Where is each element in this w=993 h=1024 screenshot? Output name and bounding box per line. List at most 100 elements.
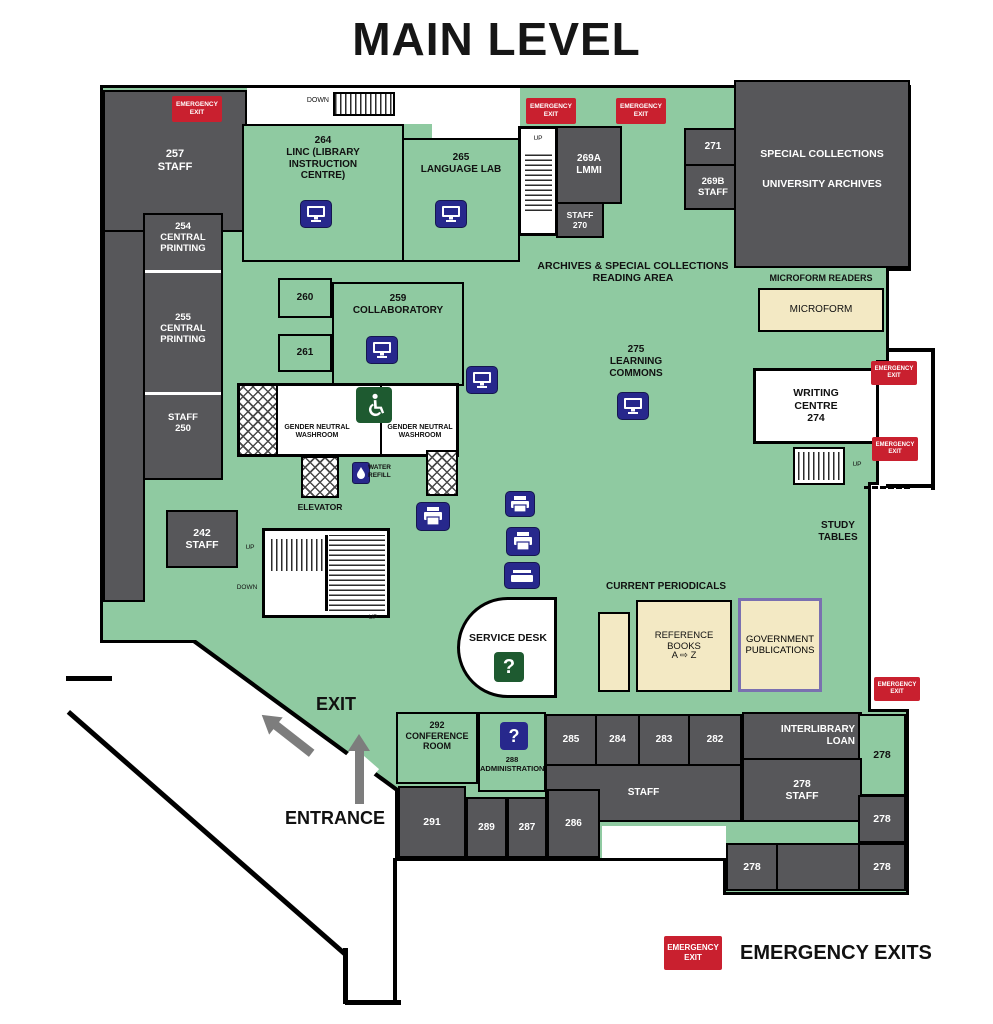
room-261: 261 <box>278 334 332 372</box>
staff-area-label: STAFF <box>627 787 660 799</box>
reference-az-label: A ⇨ Z <box>671 650 697 661</box>
room-283: 283 <box>638 714 690 766</box>
left-wing-column <box>143 213 223 480</box>
room-260-label: 260 <box>296 292 314 304</box>
room-269b-staff: 269B STAFF <box>684 164 742 210</box>
room-285-label: 285 <box>562 734 580 746</box>
room-278-a-label: 278 <box>743 860 761 873</box>
reference-books-label: REFERENCE BOOKS <box>654 630 714 653</box>
service-desk-question-icon: ? <box>494 652 524 682</box>
washroom-right-label: GENDER NEUTRAL WASHROOM <box>387 424 453 440</box>
study-tables-label: STUDY TABLES <box>818 520 858 543</box>
room-269a-label: 269A LMMI <box>576 153 602 176</box>
emergency-exit-badge: EMERGENCY EXIT <box>872 437 918 461</box>
stairs-ne-up-label: UP <box>533 135 543 142</box>
room-242-label: 242 STAFF <box>185 526 219 551</box>
accessibility-icon <box>356 387 392 423</box>
room-259-collaboratory: 259 COLLABORATORY <box>332 282 464 386</box>
emergency-exit-badge-text: EMERGENCY EXIT <box>620 102 662 118</box>
admin-question-icon: ? <box>500 722 528 750</box>
room-264-label: 264 LINC (LIBRARY INSTRUCTION CENTRE) <box>286 135 360 182</box>
microform-readers-label: MICROFORM READERS <box>769 273 873 283</box>
room-292-conference: 292 CONFERENCE ROOM <box>396 712 478 784</box>
emergency-exit-badge: EMERGENCY EXIT <box>172 96 222 122</box>
emergency-exit-badge: EMERGENCY EXIT <box>616 98 666 124</box>
stairs-mid-divider <box>325 535 328 611</box>
emergency-exit-badge: EMERGENCY EXIT <box>526 98 576 124</box>
left-wing-divider-2 <box>145 392 221 395</box>
computer-icon <box>617 392 649 420</box>
stairs-top-down-label: DOWN <box>306 97 329 104</box>
room-269a-lmmi: 269A LMMI <box>556 126 622 204</box>
university-archives-label: UNIVERSITY ARCHIVES <box>762 178 882 190</box>
computer-icon <box>466 366 498 394</box>
admin-question-glyph: ? <box>508 725 520 746</box>
emergency-exit-badge-text: EMERGENCY EXIT <box>877 681 917 696</box>
government-publications-label: GOVERNMENT PUBLICATIONS <box>745 633 815 656</box>
exterior-wall-notch-h1 <box>886 348 935 352</box>
government-publications-shelf: GOVERNMENT PUBLICATIONS <box>738 598 822 692</box>
exterior-wall-notch-h2 <box>886 484 935 488</box>
room-265-label: 265 LANGUAGE LAB <box>420 152 502 175</box>
room-278-a: 278 <box>726 843 778 891</box>
microform-box: MICROFORM <box>758 288 884 332</box>
entrance-label: ENTRANCE <box>284 808 385 828</box>
room-278-b-label: 278 <box>873 860 891 873</box>
current-periodicals-label: CURRENT PERIODICALS <box>605 581 726 592</box>
room-278-c-label: 278 <box>873 812 891 825</box>
computer-icon <box>300 200 332 228</box>
room-278-c: 278 <box>858 795 906 843</box>
room-260: 260 <box>278 278 332 318</box>
service-desk-area: SERVICE DESK ? <box>457 597 557 698</box>
stairs-mid-lower <box>329 535 385 611</box>
room-278-b: 278 <box>858 843 906 891</box>
periodicals-shelf <box>598 612 630 692</box>
copier-icon <box>416 502 450 531</box>
stairs-top <box>333 92 395 116</box>
stairwell-east <box>793 447 845 485</box>
copier-icon <box>506 527 540 556</box>
room-286: 286 <box>547 789 600 858</box>
archives-reading-label: ARCHIVES & SPECIAL COLLECTIONS READING A… <box>537 260 729 285</box>
room-285: 285 <box>545 714 597 766</box>
room-257-label: 257 STAFF <box>157 148 193 173</box>
room-284: 284 <box>595 714 640 766</box>
stairs-east <box>798 452 840 480</box>
room-291-label: 291 <box>423 815 441 828</box>
interlibrary-loan-room: INTERLIBRARY LOAN <box>742 712 862 760</box>
room-250-label: STAFF 250 <box>168 412 198 435</box>
page-title: MAIN LEVEL <box>352 13 641 65</box>
computer-icon <box>435 200 467 228</box>
water-refill-icon <box>352 462 370 484</box>
exterior-wall-diagonal-2 <box>343 948 348 1004</box>
exterior-wall-stub-left <box>66 676 112 681</box>
emergency-exit-badge: EMERGENCY EXIT <box>871 361 917 385</box>
room-283-label: 283 <box>655 734 673 746</box>
emergency-exit-badge-text: EMERGENCY EXIT <box>176 100 218 116</box>
exit-label: EXIT <box>315 694 356 714</box>
exterior-wall-stub-bottom <box>345 1000 401 1005</box>
stairwell-ne: UP <box>518 126 558 236</box>
room-287-label: 287 <box>518 821 536 833</box>
left-wing-strip <box>103 230 145 602</box>
top-corridor-2 <box>432 88 520 140</box>
room-284-label: 284 <box>609 734 626 746</box>
washroom-left-label: GENDER NEUTRAL WASHROOM <box>284 424 350 440</box>
special-collections-room <box>734 80 910 268</box>
room-291: 291 <box>398 786 466 858</box>
room-255-label: 255 CENTRAL PRINTING <box>160 312 206 346</box>
stairs-ne <box>525 151 552 211</box>
room-278-mid <box>776 843 860 891</box>
room-286-label: 286 <box>565 817 582 829</box>
emergency-exit-badge-text: EMERGENCY EXIT <box>874 365 914 380</box>
stairs-mid-up2-label: UP <box>368 614 378 621</box>
legend-emergency-badge: EMERGENCY EXIT <box>664 936 722 970</box>
water-refill-label: WATER REFILL <box>368 464 391 479</box>
room-278-staff-label: 278 STAFF <box>785 777 819 802</box>
room-278-green-label: 278 <box>873 748 891 761</box>
special-collections-label: SPECIAL COLLECTIONS <box>760 148 884 160</box>
room-292-label: 292 CONFERENCE ROOM <box>405 720 469 752</box>
stairs-mid-up-label: UP <box>245 544 255 551</box>
emergency-exit-badge: EMERGENCY EXIT <box>874 677 920 701</box>
computer-icon <box>366 336 398 364</box>
